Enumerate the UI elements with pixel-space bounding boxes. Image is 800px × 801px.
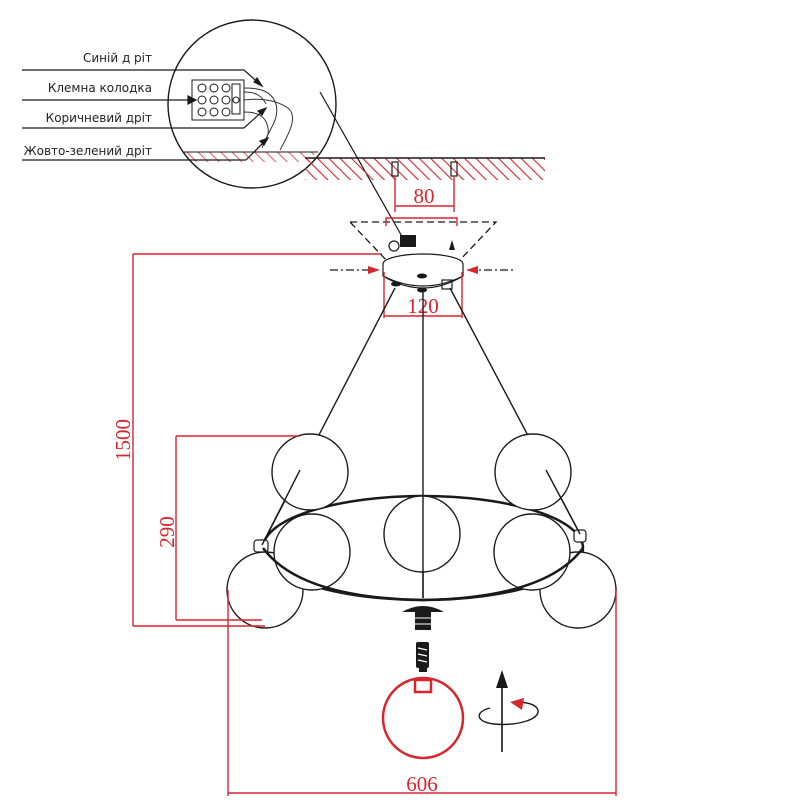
lamp-body [226,433,617,630]
globe [383,495,461,573]
label-blue-wire: Синій д рiт [83,51,152,65]
label-ground-wire: Жовто-зелений дрiт [24,144,152,158]
total-height-dimension [132,253,382,627]
label-brown-wire: Коричневий дрiт [46,111,152,125]
diameter-dimension [227,590,617,796]
label-terminal-block: Клемна колодка [48,81,152,95]
canopy [348,217,498,293]
rotate-arrow-icon [478,670,539,752]
ceiling [305,157,545,180]
globe [493,513,571,591]
bracket-dimension [394,176,455,212]
diameter-label: 606 [406,772,438,796]
wiring-detail: Синій д рiт Клемна колодка Коричневий др… [22,19,405,241]
globe [494,433,572,511]
globe-diagram [381,676,465,760]
lamp-height-dimension [175,435,300,621]
total-height-label: 1500 [111,419,135,461]
lamp-height-label: 290 [155,516,179,548]
terminal-block [191,79,245,121]
detail-circle [167,19,337,189]
bracket-dimension-label: 80 [414,184,435,208]
bulb-icon [416,642,429,672]
globe [273,513,351,591]
globe [271,433,349,511]
